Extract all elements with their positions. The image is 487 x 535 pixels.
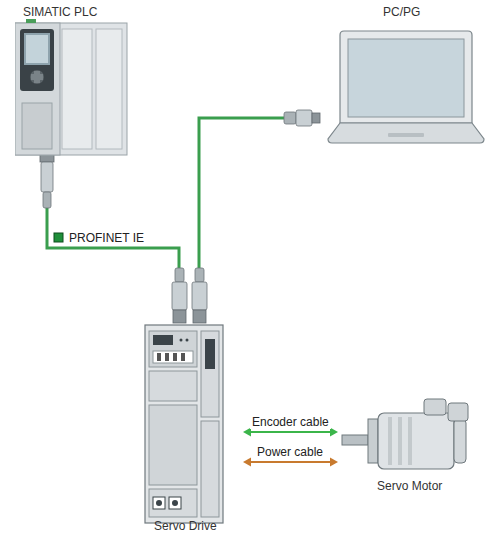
laptop-plug xyxy=(284,110,320,126)
cable-connector xyxy=(199,118,318,323)
pc-node: PC/PG xyxy=(318,5,486,147)
cable-label: PROFINET IE xyxy=(67,231,146,245)
node-title: SIMATIC PLC xyxy=(23,5,97,19)
motor-node: Servo Motor xyxy=(340,395,480,500)
cable-label: Power cable xyxy=(255,445,325,459)
profinet-marker xyxy=(54,233,63,242)
plc-plug xyxy=(40,152,54,208)
laptop-illustration xyxy=(318,5,486,147)
plc-illustration xyxy=(15,5,155,157)
node-title: Servo Drive xyxy=(154,519,217,533)
cable-line xyxy=(47,157,179,323)
cable-line xyxy=(249,461,332,463)
arrow-head xyxy=(330,428,338,437)
cable-line xyxy=(249,431,332,433)
arrow-head xyxy=(243,458,251,467)
arrow-head xyxy=(330,458,338,467)
cable-line xyxy=(199,118,318,323)
cable-label: Encoder cable xyxy=(250,415,331,429)
plc-node: SIMATIC PLC xyxy=(15,5,155,157)
node-title: Servo Motor xyxy=(377,479,442,493)
servo-drive-illustration xyxy=(143,323,227,534)
drive-plugs xyxy=(172,268,207,323)
node-title: PC/PG xyxy=(383,5,420,19)
drive-node: Servo Drive xyxy=(143,323,227,534)
cable-connector xyxy=(47,157,179,323)
